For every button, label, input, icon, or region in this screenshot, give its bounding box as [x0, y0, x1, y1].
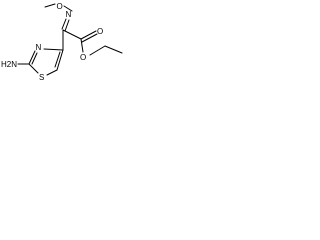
bond-c2-n3-b — [31, 52, 38, 65]
bond-c-o-ester — [80, 38, 84, 53]
atom-oxime-nitrogen: N — [66, 10, 72, 19]
atom-ring-sulfur: S — [39, 73, 44, 82]
bond-c4-c5-b — [54, 51, 61, 68]
bond-c-o-double-a — [80, 30, 97, 40]
bond-o-ch2 — [89, 45, 106, 56]
atom-ring-nitrogen: N — [36, 43, 42, 52]
atom-methoxy-oxygen: O — [57, 2, 63, 11]
chemical-structure: O N O O N S H2N — [1, 2, 123, 82]
bond-c-n-double-b — [64, 19, 70, 32]
bond-c2-n3-a — [28, 50, 36, 65]
bond-s-c2 — [28, 63, 39, 74]
bond-c-n-double-a — [61, 18, 67, 30]
bond-c-o-double-b — [81, 33, 98, 43]
bond-o-n-oxime — [63, 5, 73, 12]
atom-amino-group: H2N — [1, 60, 17, 69]
bond-c-c-carbonyl — [62, 29, 82, 40]
atom-carbonyl-oxygen: O — [97, 27, 103, 36]
bond-methyl-o — [44, 3, 56, 8]
bond-n3-c4 — [43, 48, 64, 51]
bond-c5-s — [46, 69, 58, 76]
bond-c4-c5-a — [56, 49, 64, 71]
bond-ch2-ch3 — [104, 45, 123, 54]
atom-ester-oxygen: O — [80, 53, 86, 62]
